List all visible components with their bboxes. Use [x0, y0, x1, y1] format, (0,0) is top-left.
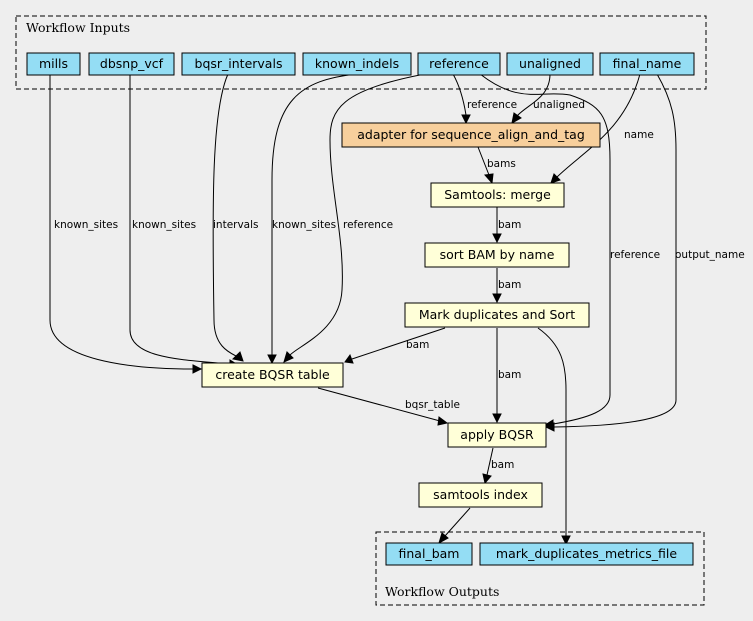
node-label: unaligned	[519, 56, 581, 71]
edge-index-final-bam	[438, 507, 471, 545]
edge-mills-bqsr-table: known_sites	[49, 74, 203, 374]
edge-label: known_sites	[272, 219, 336, 231]
edge-label: bam	[498, 279, 521, 291]
edge-label: reference	[467, 99, 517, 111]
node-label: bqsr_intervals	[195, 56, 283, 71]
input-known-indels[interactable]: known_indels	[302, 52, 412, 76]
edge-label: bams	[487, 158, 516, 170]
edge-sort-markdup: bam	[492, 268, 521, 304]
edge-apply-bqsr-index: bam	[482, 447, 514, 485]
edge-final-name-apply-bqsr: output_name	[544, 73, 745, 432]
node-label: apply BQSR	[460, 427, 534, 442]
node-label: sort BAM by name	[440, 247, 555, 262]
edge-adapter-merge: bams	[477, 146, 516, 185]
input-unaligned[interactable]: unaligned	[506, 52, 594, 76]
edge-reference-bqsr-table: reference	[283, 73, 426, 363]
input-dbsnp-vcf[interactable]: dbsnp_vcf	[88, 52, 175, 76]
workflow-inputs-title: Workflow Inputs	[26, 20, 130, 35]
node-label: Samtools: merge	[444, 187, 551, 202]
edge-label: known_sites	[132, 219, 196, 231]
edge-label: bam	[498, 369, 521, 381]
edge-unaligned-adapter: unaligned	[511, 73, 585, 124]
step-apply-bqsr[interactable]: apply BQSR	[447, 422, 547, 448]
edge-label: bam	[491, 459, 514, 471]
edge-label: name	[624, 129, 654, 141]
edge-merge-sort: bam	[492, 207, 521, 244]
edge-bqsr-table-apply-bqsr: bqsr_table	[317, 387, 460, 426]
node-label: create BQSR table	[215, 367, 330, 382]
step-mark-duplicates[interactable]: Mark duplicates and Sort	[404, 302, 590, 328]
edge-label: output_name	[675, 249, 745, 261]
edge-markdup-metrics	[537, 327, 571, 546]
edge-final-name-merge: name	[550, 73, 654, 184]
edge-label: bqsr_table	[405, 399, 460, 411]
input-mills[interactable]: mills	[26, 52, 81, 76]
workflow-outputs-cluster: Workflow Outputs	[375, 531, 705, 606]
edge-indels-bqsr-table: known_sites	[267, 73, 358, 365]
workflow-outputs-title: Workflow Outputs	[385, 584, 499, 599]
edge-label: reference	[343, 219, 393, 231]
node-label: dbsnp_vcf	[100, 56, 164, 71]
node-label: final_bam	[399, 546, 460, 561]
edge-label: intervals	[213, 219, 259, 231]
step-create-bqsr-table[interactable]: create BQSR table	[201, 362, 344, 388]
node-label: final_name	[613, 56, 682, 71]
node-label: adapter for sequence_align_and_tag	[357, 127, 585, 142]
workflow-inputs-cluster: Workflow Inputs	[15, 15, 707, 90]
output-mark-duplicates-metrics[interactable]: mark_duplicates_metrics_file	[479, 542, 694, 566]
input-final-name[interactable]: final_name	[599, 52, 695, 76]
node-label: reference	[429, 56, 489, 71]
input-bqsr-intervals[interactable]: bqsr_intervals	[181, 52, 296, 76]
step-sort-bam-by-name[interactable]: sort BAM by name	[424, 242, 570, 268]
step-samtools-index[interactable]: samtools index	[418, 482, 543, 508]
output-final-bam[interactable]: final_bam	[385, 542, 473, 566]
edge-markdup-apply-bqsr: bam	[492, 328, 521, 424]
node-label: samtools index	[433, 487, 528, 502]
node-label: mills	[39, 56, 68, 71]
input-reference[interactable]: reference	[417, 52, 501, 76]
node-label: Mark duplicates and Sort	[419, 307, 575, 322]
step-samtools-merge[interactable]: Samtools: merge	[430, 182, 565, 208]
edge-label: bam	[406, 339, 429, 351]
edge-label: bam	[498, 219, 521, 231]
edge-label: reference	[610, 249, 660, 261]
edge-label: unaligned	[533, 99, 585, 111]
edge-markdup-bqsr-table: bam	[344, 327, 446, 364]
step-adapter-sequence-align[interactable]: adapter for sequence_align_and_tag	[341, 122, 601, 148]
edge-label: known_sites	[54, 219, 118, 231]
node-label: known_indels	[315, 56, 399, 71]
edge-reference-adapter: reference	[452, 73, 517, 125]
edge-intervals-bqsr-table: intervals	[212, 73, 259, 362]
node-label: mark_duplicates_metrics_file	[496, 546, 677, 561]
